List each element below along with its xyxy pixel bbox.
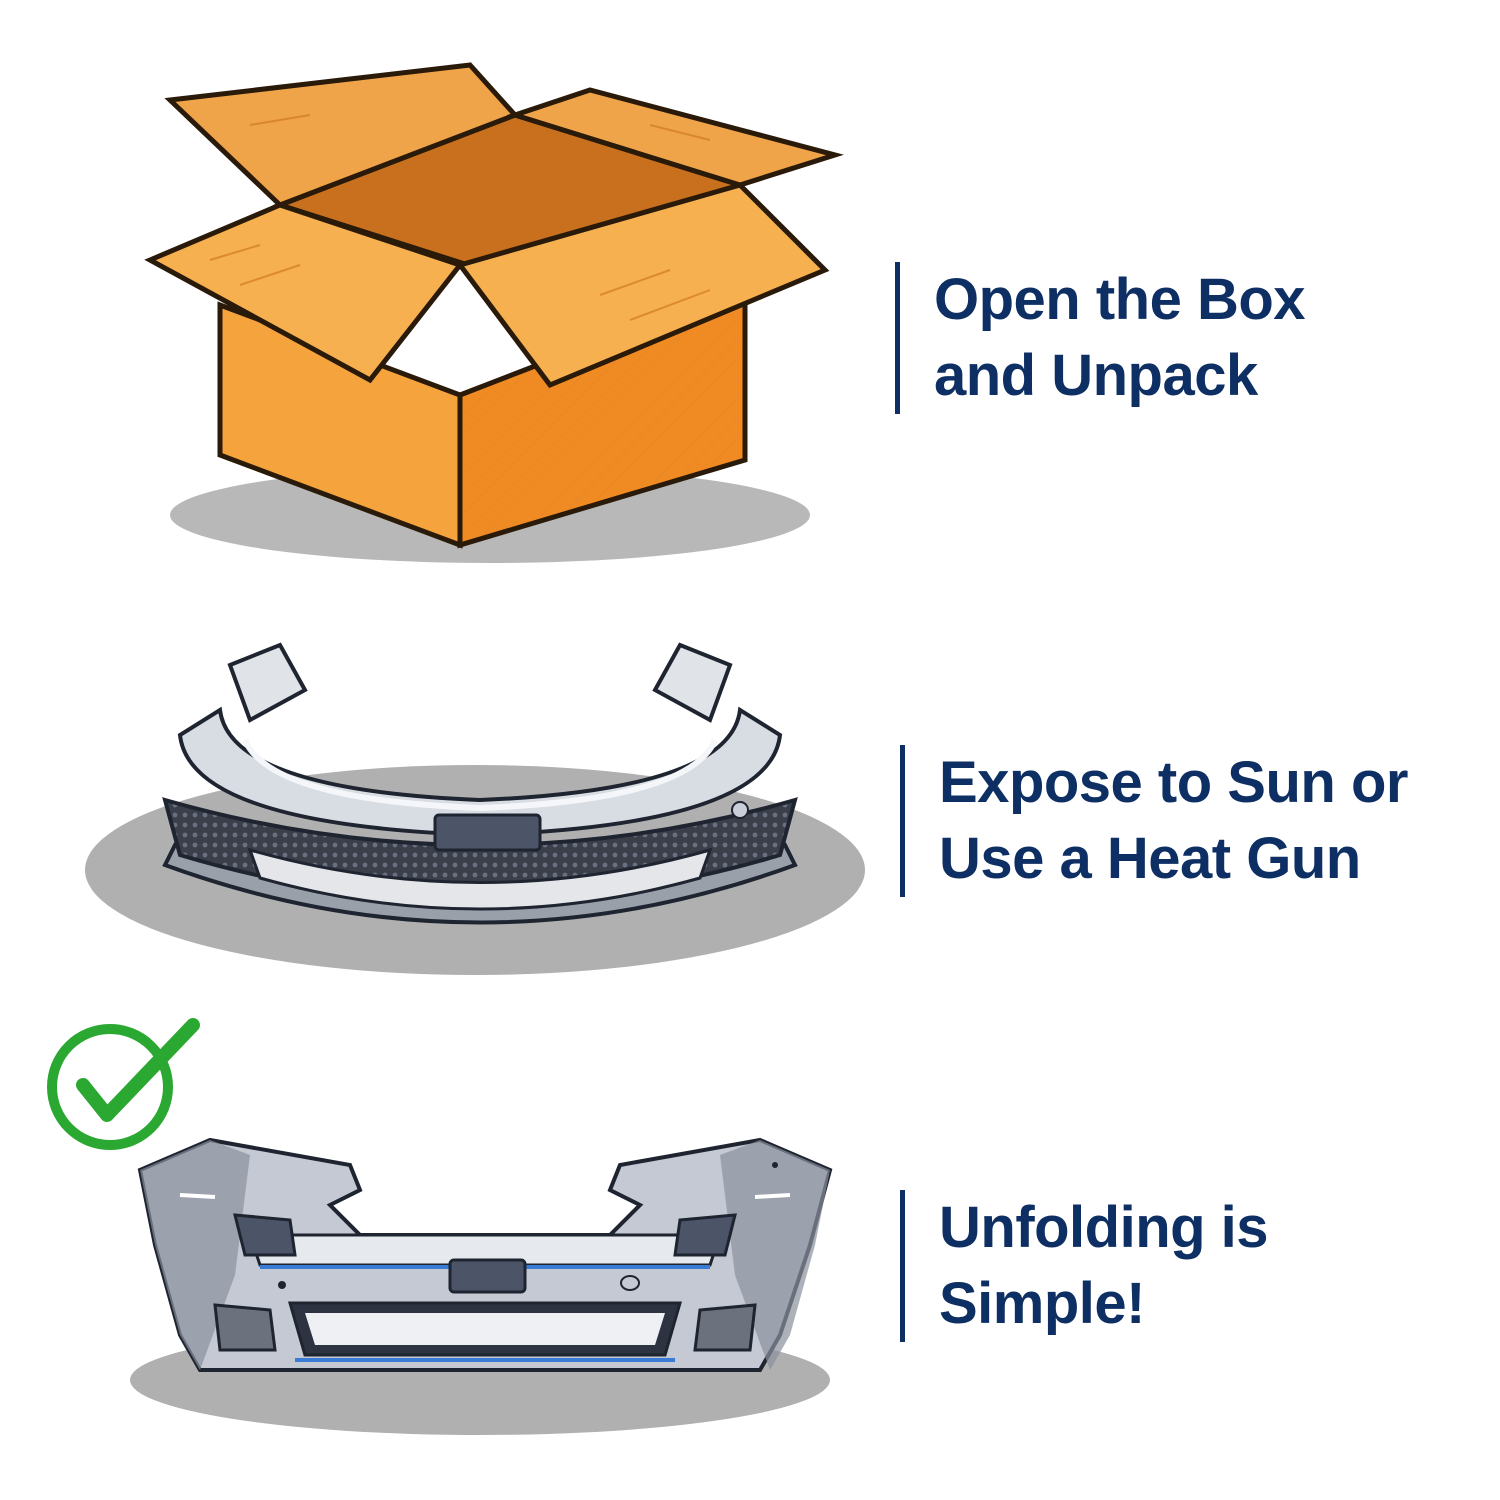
caption-line-1: Expose to Sun or bbox=[939, 750, 1408, 815]
caption-line-2: and Unpack bbox=[934, 343, 1258, 408]
caption-heat: Expose to Sun or Use a Heat Gun bbox=[900, 745, 1408, 897]
step-unfold: Unfolding is Simple! bbox=[0, 1010, 1500, 1500]
cardboard-box-icon bbox=[144, 62, 844, 563]
checkmark-icon bbox=[47, 1018, 200, 1150]
step-heat: Expose to Sun or Use a Heat Gun bbox=[0, 620, 1500, 1000]
caption-line-1: Unfolding is bbox=[939, 1195, 1269, 1260]
step-open-box: Open the Box and Unpack bbox=[0, 0, 1500, 600]
caption-open-box: Open the Box and Unpack bbox=[895, 262, 1306, 414]
caption-line-2: Use a Heat Gun bbox=[939, 826, 1361, 891]
caption-line-2: Simple! bbox=[939, 1271, 1146, 1336]
caption-unfold: Unfolding is Simple! bbox=[900, 1190, 1269, 1342]
caption-line-1: Open the Box bbox=[934, 267, 1306, 332]
folded-bumper-icon bbox=[85, 642, 865, 975]
unfolded-bumper-icon bbox=[130, 1137, 833, 1435]
